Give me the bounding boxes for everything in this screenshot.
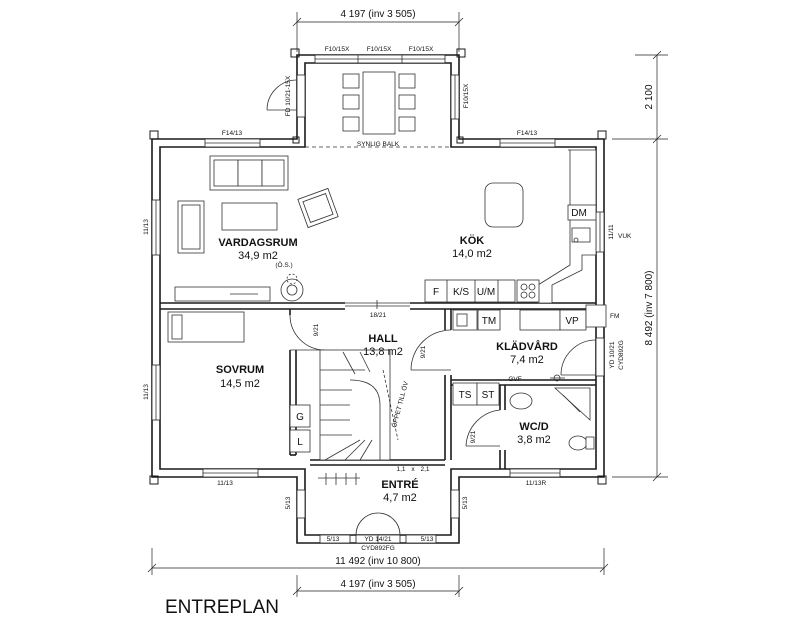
- plan-title: ENTREPLAN: [165, 597, 279, 618]
- label-fm: FM: [610, 313, 619, 320]
- room-entre-area: 4,7 m2: [383, 492, 417, 504]
- label-door-wc: 9/21: [470, 430, 477, 443]
- room-wcd-area: 3,8 m2: [517, 434, 551, 446]
- label-entre-513-c: 5/13: [327, 536, 340, 543]
- dim-right-total-label: 8 492 (inv 7 800): [644, 270, 655, 345]
- label-os: (Ö.S.): [275, 261, 292, 269]
- outer-walls: [149, 48, 607, 544]
- label-f14-right: F14/13: [517, 130, 538, 137]
- appliance-ts-label: TS: [459, 390, 472, 401]
- living-room-furniture: [174, 155, 339, 302]
- label-vuk: VUK: [618, 233, 632, 240]
- room-wcd-name: WC/D: [519, 421, 548, 433]
- appliance-g-label: G: [296, 412, 304, 423]
- label-win-top1: F10/15X: [325, 46, 350, 53]
- label-win-left-upper: 11/13: [143, 219, 150, 235]
- interior-doors: [289, 300, 597, 447]
- label-win-top3: F10/15X: [409, 46, 434, 53]
- label-win-left-bay: FD 10/21-15X: [285, 75, 292, 116]
- bedroom-furniture: [167, 311, 311, 453]
- label-win-right-upper: 11/11: [608, 224, 615, 240]
- label-yd-bottom: YD 14/21: [364, 536, 391, 543]
- label-entre-513-a: 5/13: [285, 496, 292, 509]
- dining-area: [342, 71, 416, 135]
- room-kok-area: 14,0 m2: [452, 248, 492, 260]
- room-hall-area: 13,8 m2: [363, 346, 403, 358]
- room-hall-name: HALL: [368, 333, 398, 345]
- label-door-klad: 9/21: [420, 345, 427, 358]
- dimension-bottom-inner: 4 197 (inv 3 505): [292, 575, 464, 597]
- label-entre-513-b: 5/13: [462, 496, 469, 509]
- appliance-f-label: F: [433, 287, 439, 298]
- appliance-st-label: ST: [482, 390, 495, 401]
- entry-furniture: [318, 473, 360, 485]
- room-sovrum-name: SOVRUM: [216, 364, 264, 376]
- utility-furniture: [452, 304, 607, 406]
- label-stair-dim-x: x: [411, 466, 415, 473]
- label-oppet: ÖPPET TILL ÖV: [390, 380, 410, 429]
- dim-top-label: 4 197 (inv 3 505): [340, 9, 415, 20]
- label-win-right-bay: F10/15X: [463, 83, 470, 108]
- staircase: [319, 349, 399, 461]
- label-win-left-lower: 11/13: [143, 384, 150, 400]
- dim-bottom-total-label: 11 492 (inv 10 800): [335, 556, 420, 567]
- room-sovrum-area: 14,5 m2: [220, 378, 260, 390]
- label-cyd-bottom: CYD892FG: [361, 545, 395, 552]
- appliance-vp-label: VP: [565, 316, 579, 327]
- room-kok-name: KÖK: [460, 234, 485, 247]
- room-kladvard-area: 7,4 m2: [510, 354, 544, 366]
- appliance-um-label: U/M: [477, 287, 495, 298]
- label-yd-side: YD 10/21: [609, 341, 616, 368]
- room-kladvard-name: KLÄDVÅRD: [496, 340, 558, 353]
- kitchen-furniture: [424, 149, 597, 304]
- windows: [151, 54, 605, 544]
- room-vardagsrum-area: 34,9 m2: [238, 250, 278, 262]
- label-win-bottom-left: 11/13: [217, 480, 233, 487]
- dim-right-bay-label: 2 100: [644, 84, 655, 109]
- room-vardagsrum-name: VARDAGSRUM: [218, 237, 297, 249]
- dimension-top: 4 197 (inv 3 505): [292, 9, 464, 52]
- label-entre-513-d: 5/13: [421, 536, 434, 543]
- label-cyd-side: CYD892G: [618, 340, 625, 370]
- label-door-hall: 9/21: [313, 323, 320, 336]
- dim-bottom-inner-label: 4 197 (inv 3 505): [340, 579, 415, 590]
- label-win-top2: F10/15X: [367, 46, 392, 53]
- wc-furniture: [509, 387, 595, 451]
- appliance-ks-label: K/S: [453, 287, 469, 298]
- label-stair-dim-b: 2,1: [420, 466, 429, 473]
- label-synlig-balk: SYNLIG BALK: [357, 141, 400, 148]
- dimension-right: 2 100 8 492 (inv 7 800): [612, 50, 668, 482]
- appliance-dm-label: DM: [571, 208, 587, 219]
- appliance-l-label: L: [297, 437, 303, 448]
- label-f14-left: F14/13: [222, 130, 243, 137]
- label-gvf: GVF: [508, 376, 521, 383]
- label-stair-dim-a: 1,1: [396, 466, 405, 473]
- appliance-tm-label: TM: [482, 316, 496, 327]
- label-door-1821: 18/21: [370, 312, 387, 319]
- label-win-bottom-right: 11/13R: [526, 480, 547, 487]
- room-entre-name: ENTRÉ: [381, 478, 418, 491]
- dimension-bottom-total: 11 492 (inv 10 800): [147, 548, 609, 575]
